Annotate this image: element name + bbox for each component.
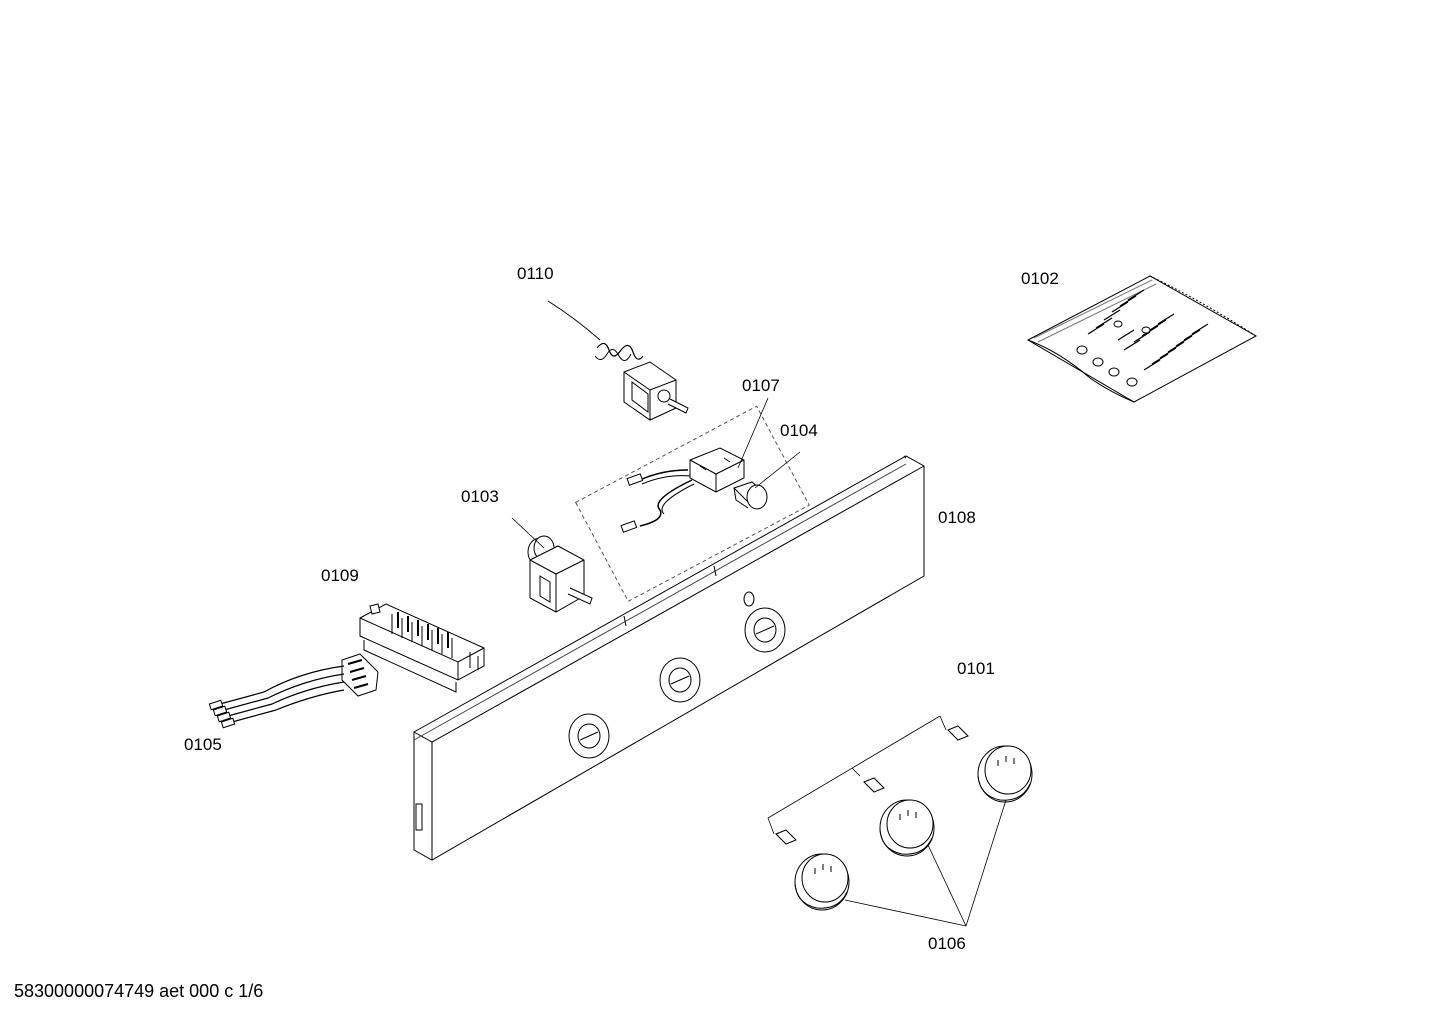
switch-0107 bbox=[621, 448, 744, 532]
clips-0101 bbox=[776, 726, 968, 844]
part-label-0106: 0106 bbox=[928, 934, 966, 953]
document-footer-id: 58300000074749 aet 000 c 1/6 bbox=[14, 981, 264, 1001]
part-label-0103: 0103 bbox=[461, 487, 499, 506]
part-label-0107: 0107 bbox=[742, 376, 780, 395]
thermostat-0110 bbox=[548, 301, 688, 420]
part-label-0110: 0110 bbox=[517, 264, 554, 283]
selector-block-0109 bbox=[360, 604, 484, 692]
part-label-0101: 0101 bbox=[957, 659, 995, 678]
part-label-0104: 0104 bbox=[780, 421, 818, 440]
part-label-0105: 0105 bbox=[184, 735, 222, 754]
rotary-switch-0103 bbox=[528, 536, 592, 612]
leader-lines bbox=[512, 398, 1006, 926]
part-label-0102: 0102 bbox=[1021, 269, 1059, 288]
dashed-group-box bbox=[576, 406, 810, 601]
screw-bag-0102 bbox=[1028, 276, 1256, 402]
knobs-0106 bbox=[795, 746, 1032, 910]
cap-0104 bbox=[734, 482, 767, 509]
part-label-0109: 0109 bbox=[321, 566, 359, 585]
harness-0105 bbox=[209, 654, 378, 728]
control-panel-0108 bbox=[414, 456, 924, 860]
part-label-0108: 0108 bbox=[938, 508, 976, 527]
